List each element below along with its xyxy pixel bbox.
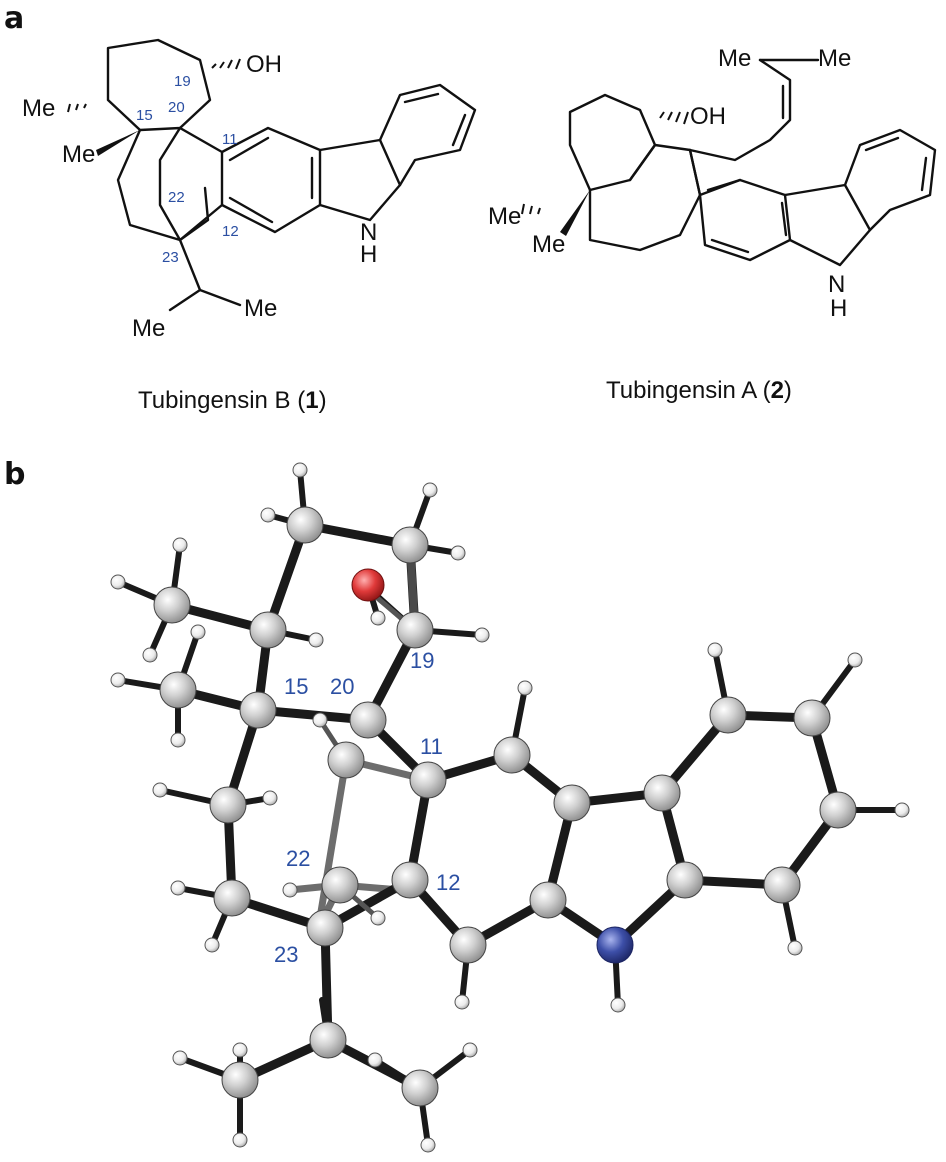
c2-oh-label: OH: [690, 103, 726, 130]
c1-num-11: 11: [222, 131, 238, 148]
c3d-num-15: 15: [284, 674, 308, 699]
c3d-num-20: 20: [330, 674, 354, 699]
c1-h-label: H: [360, 241, 377, 268]
c1-num-12: 12: [222, 223, 239, 240]
tubingensin-a-structure: [521, 58, 937, 267]
c3d-num-22: 22: [286, 846, 310, 871]
c2-me-prenyl-left: Me: [718, 45, 751, 72]
c2-h-label: H: [830, 295, 847, 322]
c2-n-label: N: [828, 271, 845, 298]
c3d-num-12: 12: [436, 870, 460, 895]
c2-me-b: Me: [532, 231, 565, 258]
tubingensin-b-structure: [67, 38, 477, 312]
c3d-num-23: 23: [274, 942, 298, 967]
caption-tubingensin-a: Tubingensin A (2): [606, 377, 792, 404]
c1-oh-label: OH: [246, 51, 282, 78]
c1-num-20: 20: [168, 99, 185, 116]
c1-me-iso-right: Me: [244, 295, 277, 322]
c1-me-mid: Me: [62, 141, 95, 168]
oxygen-atom: [351, 568, 385, 602]
c1-num-22: 22: [168, 189, 185, 206]
c1-me-iso-left: Me: [132, 315, 165, 342]
panel-label-a: a: [4, 1, 24, 36]
c2-me-a: Me: [488, 203, 521, 230]
c3d-num-11: 11: [420, 734, 443, 759]
c1-me-top: Me: [22, 95, 55, 122]
caption-tubingensin-b: Tubingensin B (1): [138, 387, 327, 414]
c3d-num-19: 19: [410, 648, 434, 673]
c1-n-label: N: [360, 219, 377, 246]
c1-num-23: 23: [162, 249, 179, 266]
c2-me-prenyl-right: Me: [818, 45, 851, 72]
panel-label-b: b: [4, 457, 25, 492]
nitrogen-atom: [596, 926, 634, 964]
c1-num-15: 15: [136, 107, 153, 124]
c1-num-19: 19: [174, 73, 191, 90]
crystal-structure-model: [110, 462, 910, 1153]
